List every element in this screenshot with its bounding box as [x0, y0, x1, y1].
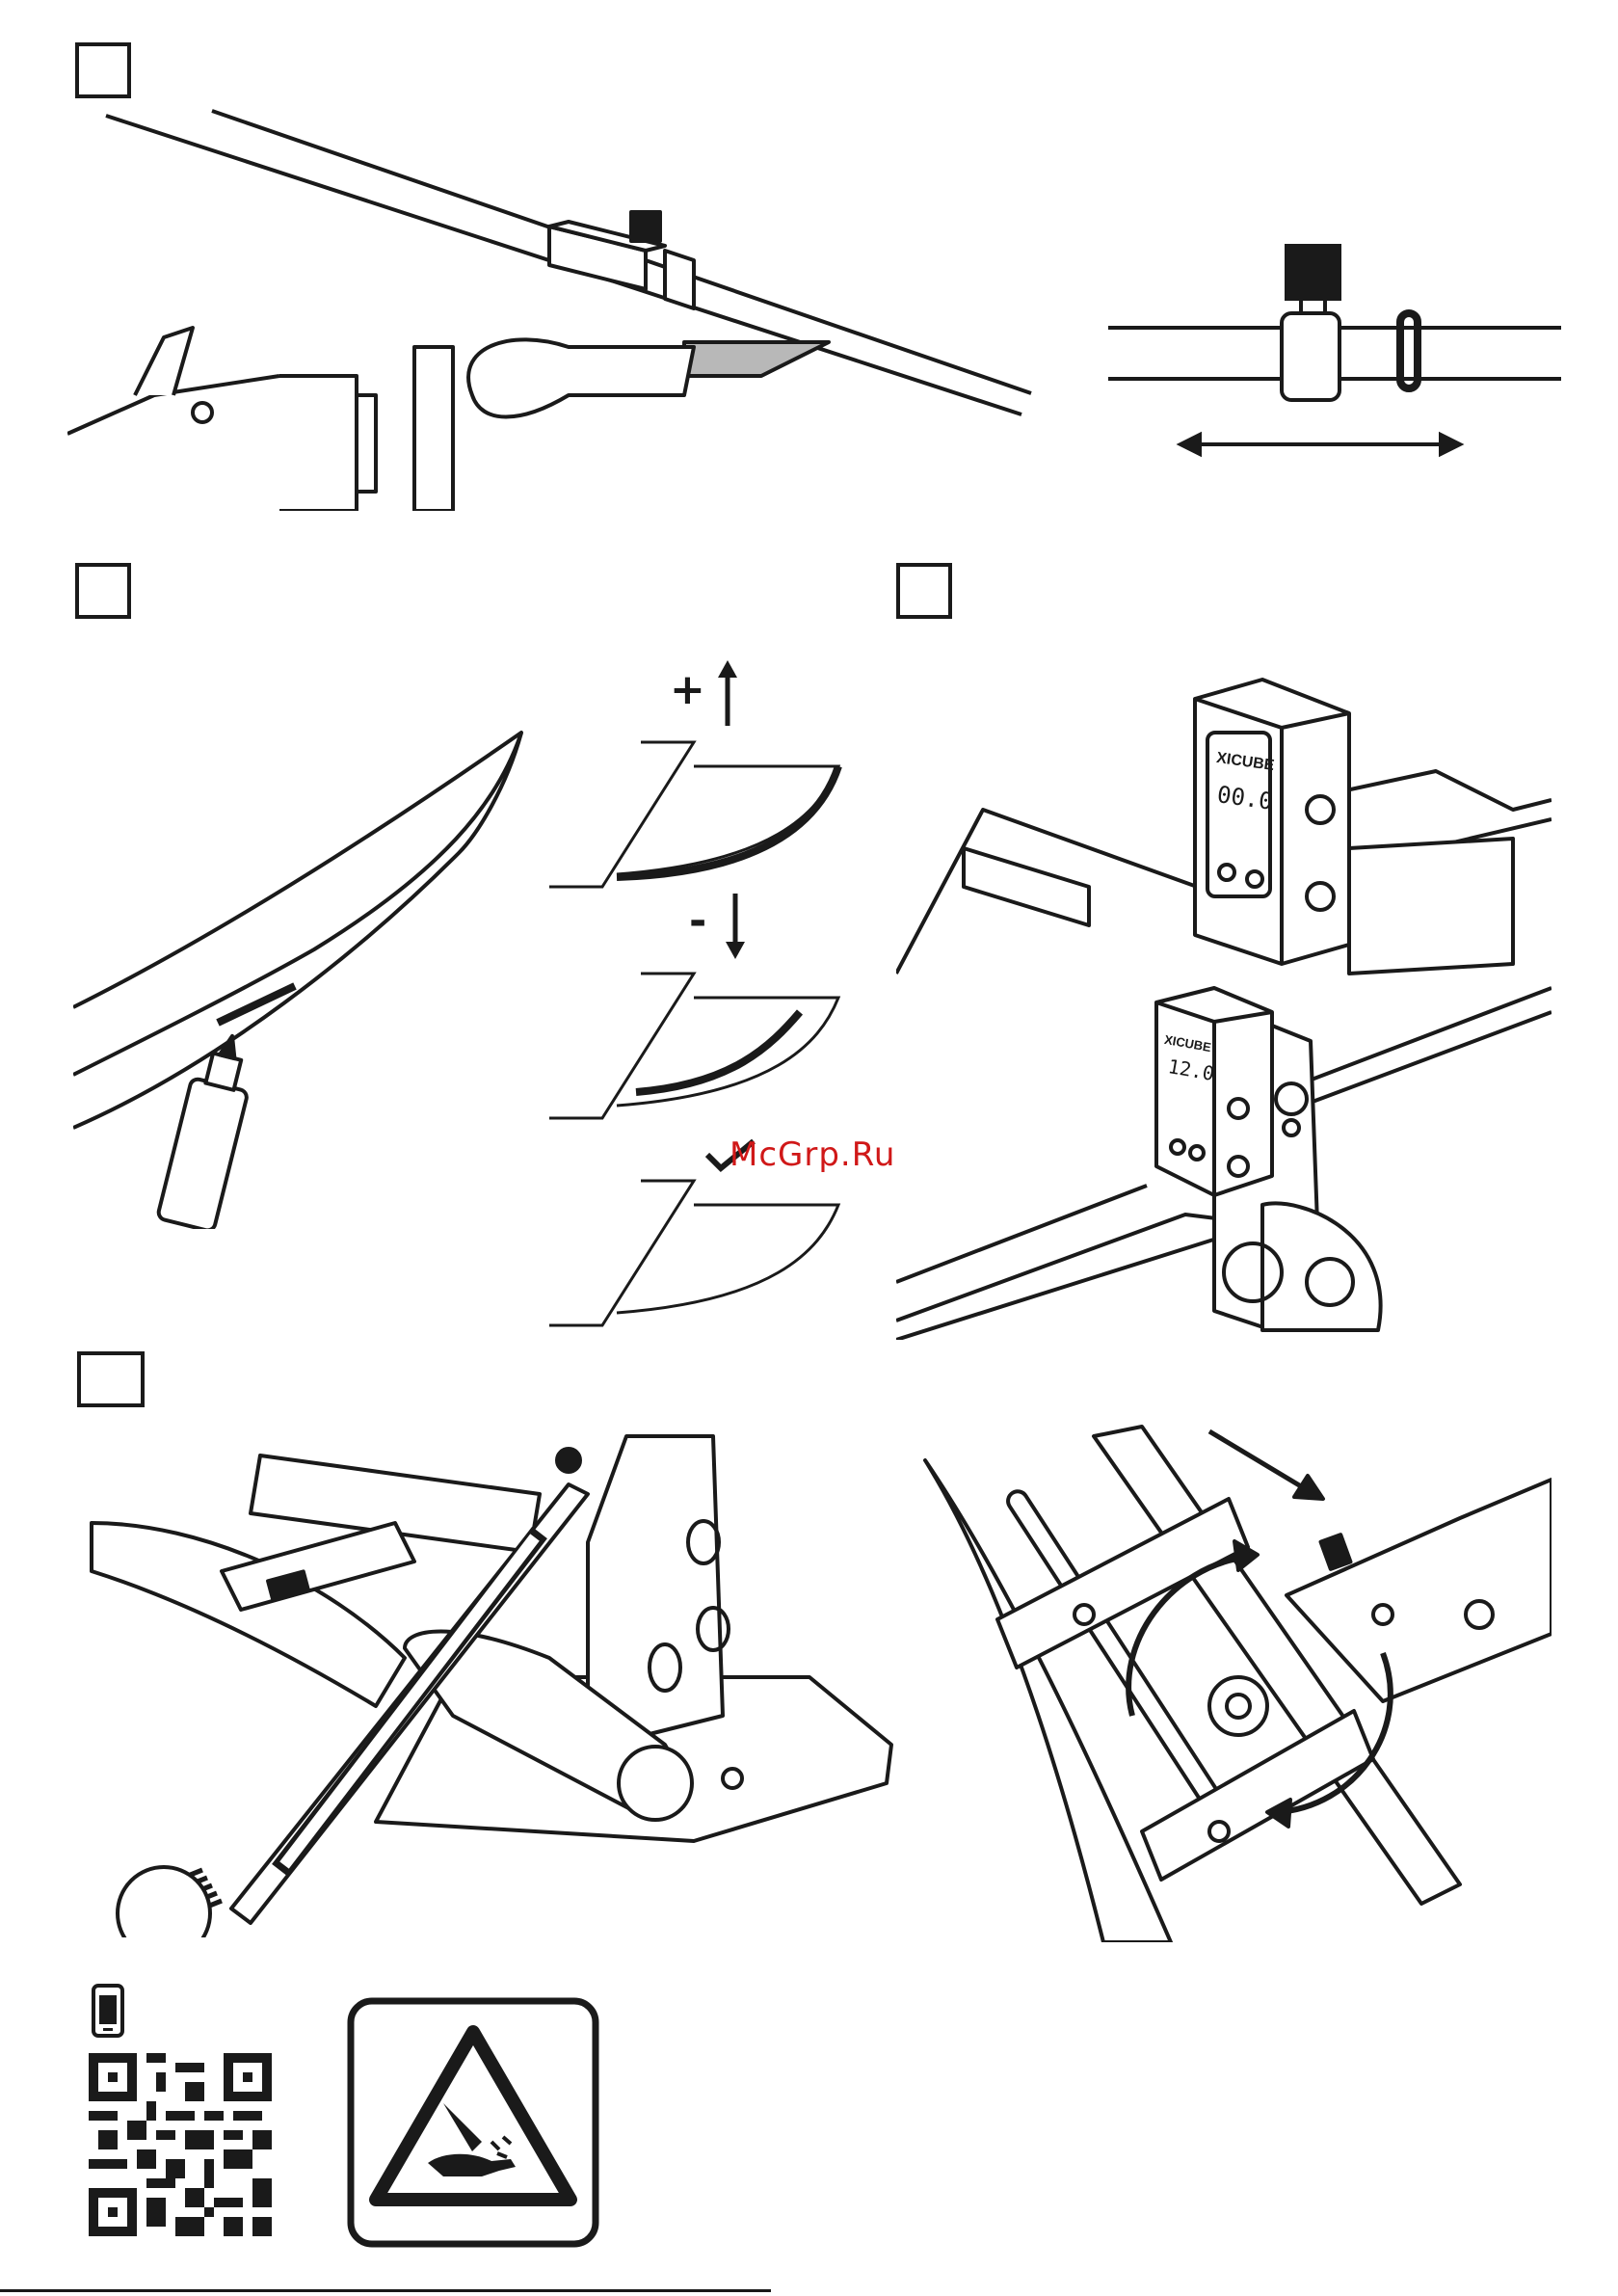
clamp-illustration: [67, 106, 1050, 511]
qr-code: [89, 2053, 272, 2236]
angle-gauge-zeroing: XICUBE 00.0: [896, 675, 1552, 978]
watermark-text: McGrp.Ru: [729, 1135, 895, 1174]
up-arrow-icon: [713, 660, 742, 728]
edge-view-too-low: [540, 969, 848, 1123]
sharpening-assembly: [87, 1427, 896, 1937]
angle-gauge-measuring: XICUBE 12.0: [896, 983, 1552, 1340]
rod-collar-detail: [1103, 236, 1566, 467]
bottom-rule: [0, 2289, 771, 2292]
smartphone-icon: [92, 1984, 124, 2038]
edge-view-too-high: [540, 737, 848, 892]
cut-hazard-warning-icon: [347, 1997, 599, 2248]
plus-sign: +: [670, 665, 705, 714]
step-box-3: [896, 563, 952, 619]
step-box-4: [77, 1351, 145, 1407]
flip-assembly: [920, 1422, 1552, 1942]
marker-illustration: [73, 728, 536, 1229]
edge-view-correct: [540, 1176, 848, 1330]
step-box-1: [75, 42, 131, 98]
down-arrow-icon: [721, 892, 750, 959]
minus-sign: -: [689, 896, 706, 946]
step-box-2: [75, 563, 131, 619]
